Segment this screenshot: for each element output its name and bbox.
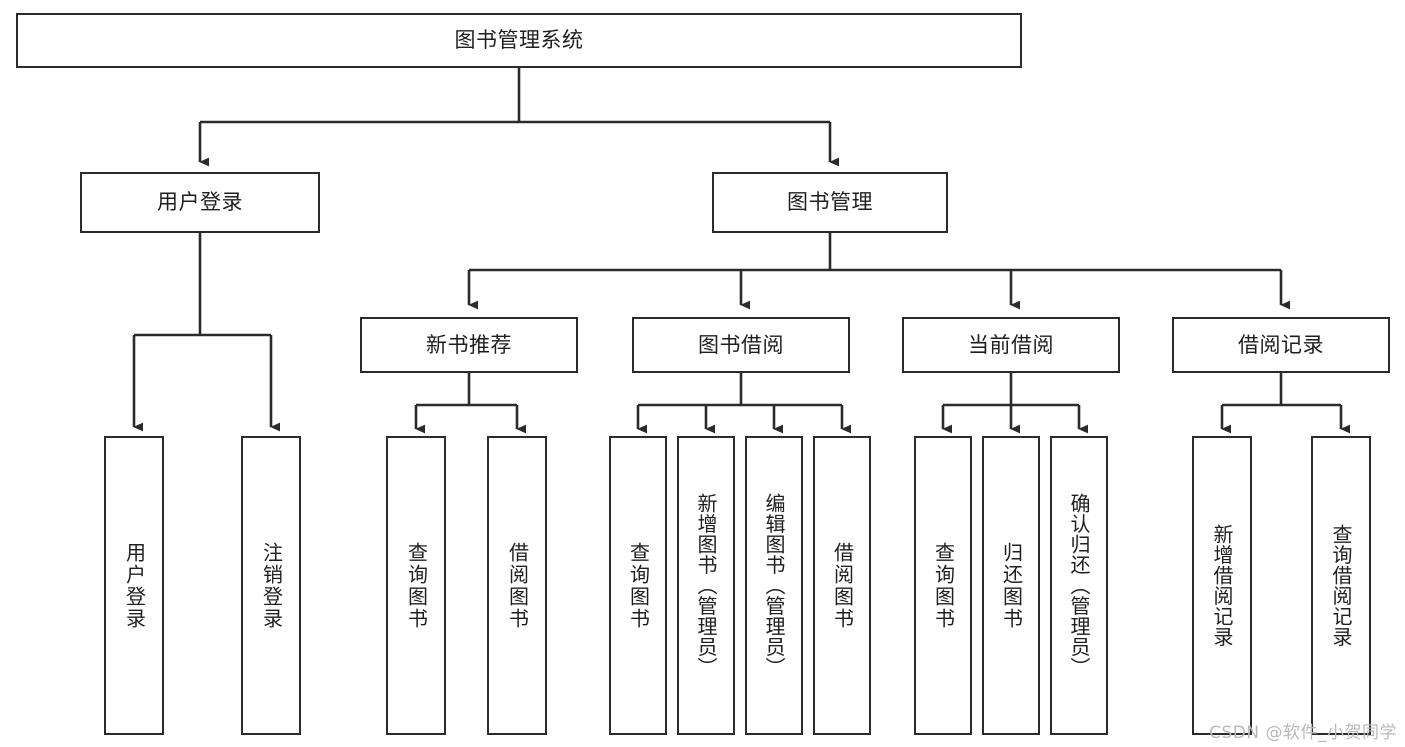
node-new-book-recommendation[interactable]: 新书推荐 xyxy=(360,317,578,373)
node-leaf-logout-login[interactable]: 注销登录 xyxy=(241,436,301,735)
node-label: 查询图书 xyxy=(626,541,651,630)
node-label: 借阅图书 xyxy=(830,541,855,630)
node-leaf-query-book-borrow[interactable]: 查询图书 xyxy=(609,436,667,735)
node-leaf-borrow-book-new[interactable]: 借阅图书 xyxy=(487,436,547,735)
node-leaf-query-borrow-record[interactable]: 查询借阅记录 xyxy=(1311,436,1371,735)
node-label: 查询借阅记录 xyxy=(1329,524,1353,647)
node-label: 当前借阅 xyxy=(968,332,1054,357)
node-label: 图书管理系统 xyxy=(454,28,584,53)
node-leaf-add-borrow-record[interactable]: 新增借阅记录 xyxy=(1192,436,1252,735)
node-label: 图书管理 xyxy=(787,190,873,215)
node-label: 用户登录 xyxy=(157,190,243,215)
node-label: 新增图书（管理员） xyxy=(694,493,718,678)
node-root-book-management-system[interactable]: 图书管理系统 xyxy=(16,13,1022,68)
node-current-borrowing[interactable]: 当前借阅 xyxy=(902,317,1120,373)
node-borrowing-record[interactable]: 借阅记录 xyxy=(1172,317,1390,373)
node-leaf-add-book-admin[interactable]: 新增图书（管理员） xyxy=(677,436,735,735)
node-label: 图书借阅 xyxy=(698,332,784,357)
node-leaf-query-book-new[interactable]: 查询图书 xyxy=(386,436,446,735)
node-label: 查询图书 xyxy=(931,541,956,630)
node-label: 归还图书 xyxy=(999,541,1024,630)
node-leaf-confirm-return-admin[interactable]: 确认归还（管理员） xyxy=(1050,436,1108,735)
node-label: 编辑图书（管理员） xyxy=(762,493,786,678)
watermark-text: CSDN @软件_小贺同学 xyxy=(1209,723,1397,743)
node-book-borrowing[interactable]: 图书借阅 xyxy=(632,317,850,373)
node-label: 新书推荐 xyxy=(426,332,512,357)
node-label: 借阅记录 xyxy=(1238,332,1324,357)
node-label: 注销登录 xyxy=(259,541,284,630)
node-label: 确认归还（管理员） xyxy=(1067,493,1091,678)
node-leaf-user-login[interactable]: 用户登录 xyxy=(104,436,164,735)
node-label: 借阅图书 xyxy=(505,541,530,630)
node-user-login[interactable]: 用户登录 xyxy=(80,172,320,233)
node-label: 用户登录 xyxy=(122,541,147,630)
node-leaf-borrow-book[interactable]: 借阅图书 xyxy=(813,436,871,735)
node-book-management[interactable]: 图书管理 xyxy=(712,172,948,233)
node-label: 新增借阅记录 xyxy=(1210,524,1234,647)
node-leaf-edit-book-admin[interactable]: 编辑图书（管理员） xyxy=(745,436,803,735)
node-leaf-query-book-current[interactable]: 查询图书 xyxy=(914,436,972,735)
node-leaf-return-book[interactable]: 归还图书 xyxy=(982,436,1040,735)
node-label: 查询图书 xyxy=(404,541,429,630)
